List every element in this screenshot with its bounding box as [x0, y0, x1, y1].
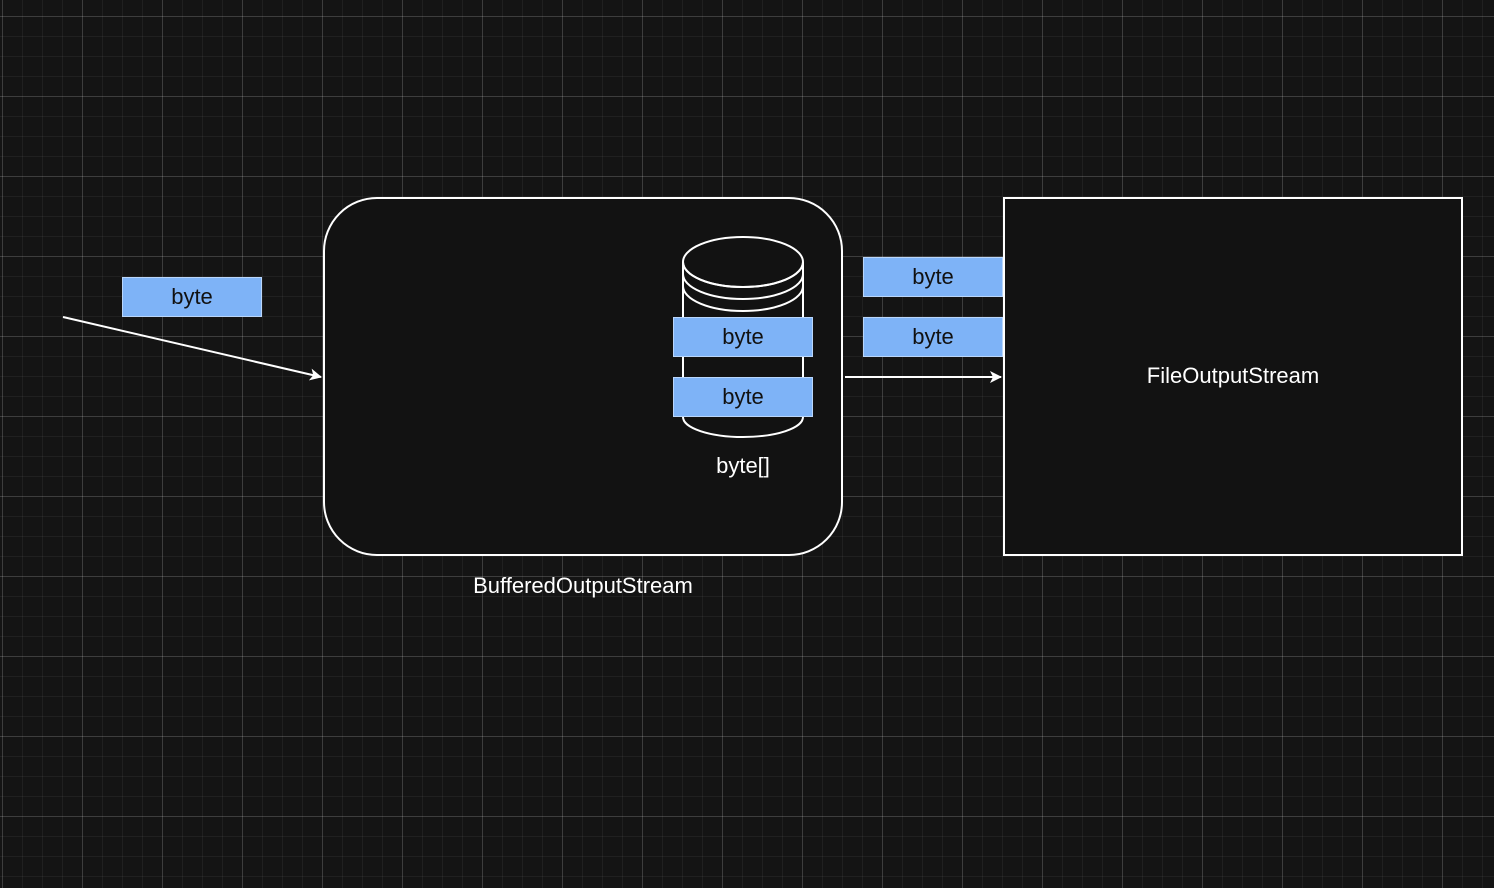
output-byte-block: byte — [863, 257, 1003, 297]
input-byte-block: byte — [122, 277, 262, 317]
buffered-output-stream-label: BufferedOutputStream — [473, 573, 693, 598]
buffer-label: byte[] — [716, 453, 770, 478]
file-output-stream-box — [1003, 197, 1463, 556]
buffer-byte-block: byte — [673, 317, 813, 357]
input-arrow — [62, 316, 322, 381]
buffer-byte-block: byte — [673, 377, 813, 417]
file-output-stream-label: FileOutputStream — [1146, 363, 1320, 388]
output-byte-block: byte — [863, 317, 1003, 357]
